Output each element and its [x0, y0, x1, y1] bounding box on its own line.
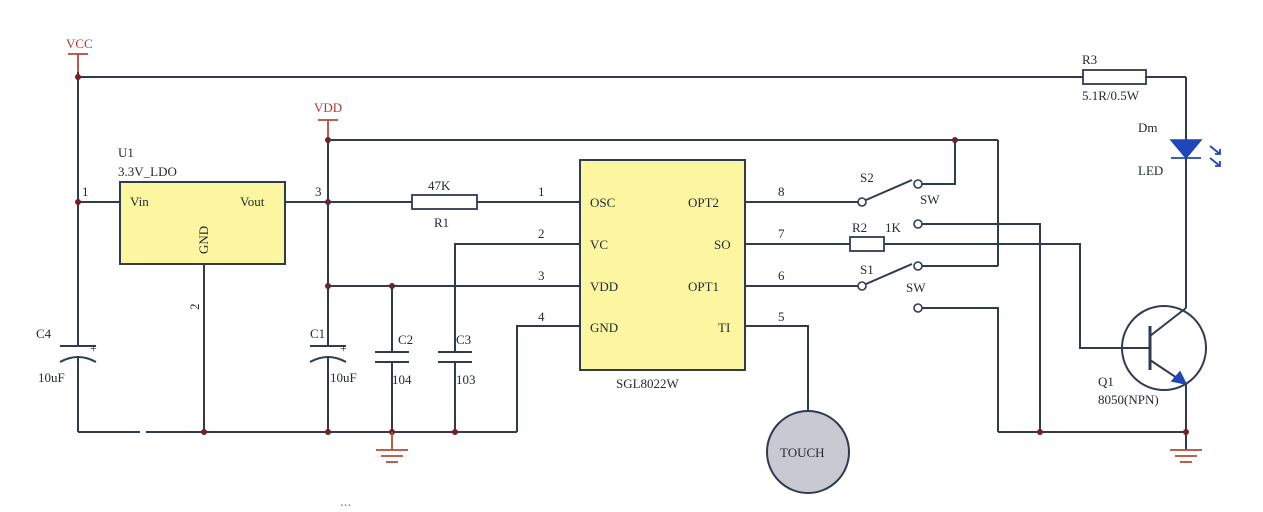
ic-pin3-number: 3: [538, 268, 545, 283]
r1-ref: R1: [434, 215, 449, 230]
ic-pin6-number: 6: [778, 268, 785, 283]
c1-value: 10uF: [330, 370, 357, 385]
ic-pin5-number: 5: [778, 309, 785, 324]
vdd-rail: [325, 137, 999, 346]
ic-pin2-number: 2: [538, 226, 545, 241]
u1-pin1-number: 1: [82, 184, 89, 199]
c4-polarity: +: [90, 341, 97, 355]
switch-s1: S1 SW: [745, 261, 999, 432]
ic-pin1-number: 1: [538, 184, 545, 199]
r2-value: 1K: [885, 220, 902, 235]
u1-pin-gnd-label: GND: [196, 226, 211, 254]
led-value: LED: [1138, 163, 1163, 178]
c2-value: 104: [392, 372, 412, 387]
switch-s2: S2 SW: [745, 140, 956, 207]
c4-ref: C4: [36, 326, 52, 341]
capacitor-c4: C4 + 10uF: [36, 326, 97, 432]
transistor-q1: Q1 8050(NPN): [1098, 305, 1207, 450]
u1-value: 3.3V_LDO: [118, 164, 177, 179]
u1-pin-vout-label: Vout: [240, 194, 265, 209]
r2-ref: R2: [852, 220, 867, 235]
ic-pin-vc-label: VC: [590, 237, 608, 252]
ic-gnd-wire: [516, 325, 580, 432]
vdd-label: VDD: [314, 100, 342, 115]
ic-pin-opt2-label: OPT2: [688, 195, 719, 210]
ic-pin-osc-label: OSC: [590, 195, 615, 210]
resistor-r2: R2 1K: [745, 220, 1142, 349]
ic-name: SGL8022W: [616, 376, 680, 391]
q1-ref: Q1: [1098, 374, 1114, 389]
ic-pin7-number: 7: [778, 226, 785, 241]
ic-pin4-number: 4: [538, 309, 545, 324]
resistor-r1: 47K R1: [328, 178, 580, 230]
figure-caption: ...: [340, 494, 351, 510]
r1-value: 47K: [428, 178, 451, 193]
c2-ref: C2: [398, 332, 413, 347]
ic-sgl8022w: SGL8022W OSC VC VDD GND 1 2 3 4 OPT2 SO …: [538, 159, 785, 391]
c4-value: 10uF: [38, 370, 65, 385]
touch-pad: TOUCH: [745, 325, 850, 494]
resistor-r3: R3 5.1R/0.5W: [1082, 52, 1147, 103]
u1-pin3-number: 3: [315, 184, 322, 199]
vcc-rail: [75, 72, 1187, 346]
ic-pin8-number: 8: [778, 184, 785, 199]
s1-value: SW: [906, 280, 926, 295]
led-ref: Dm: [1138, 120, 1158, 135]
c1-polarity: +: [340, 341, 347, 355]
c1-ref: C1: [310, 326, 325, 341]
led-dm: Dm LED: [1138, 120, 1221, 308]
capacitor-c2: C2 104: [375, 286, 413, 432]
ground-symbol-right: [1170, 449, 1202, 463]
vcc-label: VCC: [66, 36, 93, 51]
switch-contact-net: [913, 219, 1041, 432]
s2-value: SW: [920, 192, 940, 207]
c3-value: 103: [456, 372, 476, 387]
s1-ref: S1: [860, 262, 874, 277]
ic-pin-vdd-label: VDD: [590, 279, 618, 294]
ic-pin-gnd-label: GND: [590, 320, 618, 335]
ic-pin-opt1-label: OPT1: [688, 279, 719, 294]
ground-symbol-left: [376, 432, 408, 463]
c3-ref: C3: [456, 332, 471, 347]
touch-label: TOUCH: [780, 445, 825, 460]
ground-bus: [78, 429, 1189, 435]
u1-pin-vin-label: Vin: [130, 194, 149, 209]
capacitor-c3: C3 103: [438, 243, 580, 432]
r3-ref: R3: [1082, 52, 1097, 67]
u1-ref: U1: [118, 145, 134, 160]
ic-pin-ti-label: TI: [718, 320, 730, 335]
u1-pin2-number: 2: [187, 304, 202, 311]
regulator-u1: U1 3.3V_LDO Vin Vout GND 1 2 3: [75, 145, 328, 432]
capacitor-c1: C1 + 10uF: [309, 326, 357, 432]
q1-value: 8050(NPN): [1098, 392, 1159, 407]
r3-value: 5.1R/0.5W: [1082, 88, 1140, 103]
ic-pin-so-label: SO: [714, 237, 731, 252]
vdd-power-symbol: VDD: [314, 100, 342, 138]
s2-ref: S2: [860, 170, 874, 185]
vcc-power-symbol: VCC: [66, 36, 93, 72]
